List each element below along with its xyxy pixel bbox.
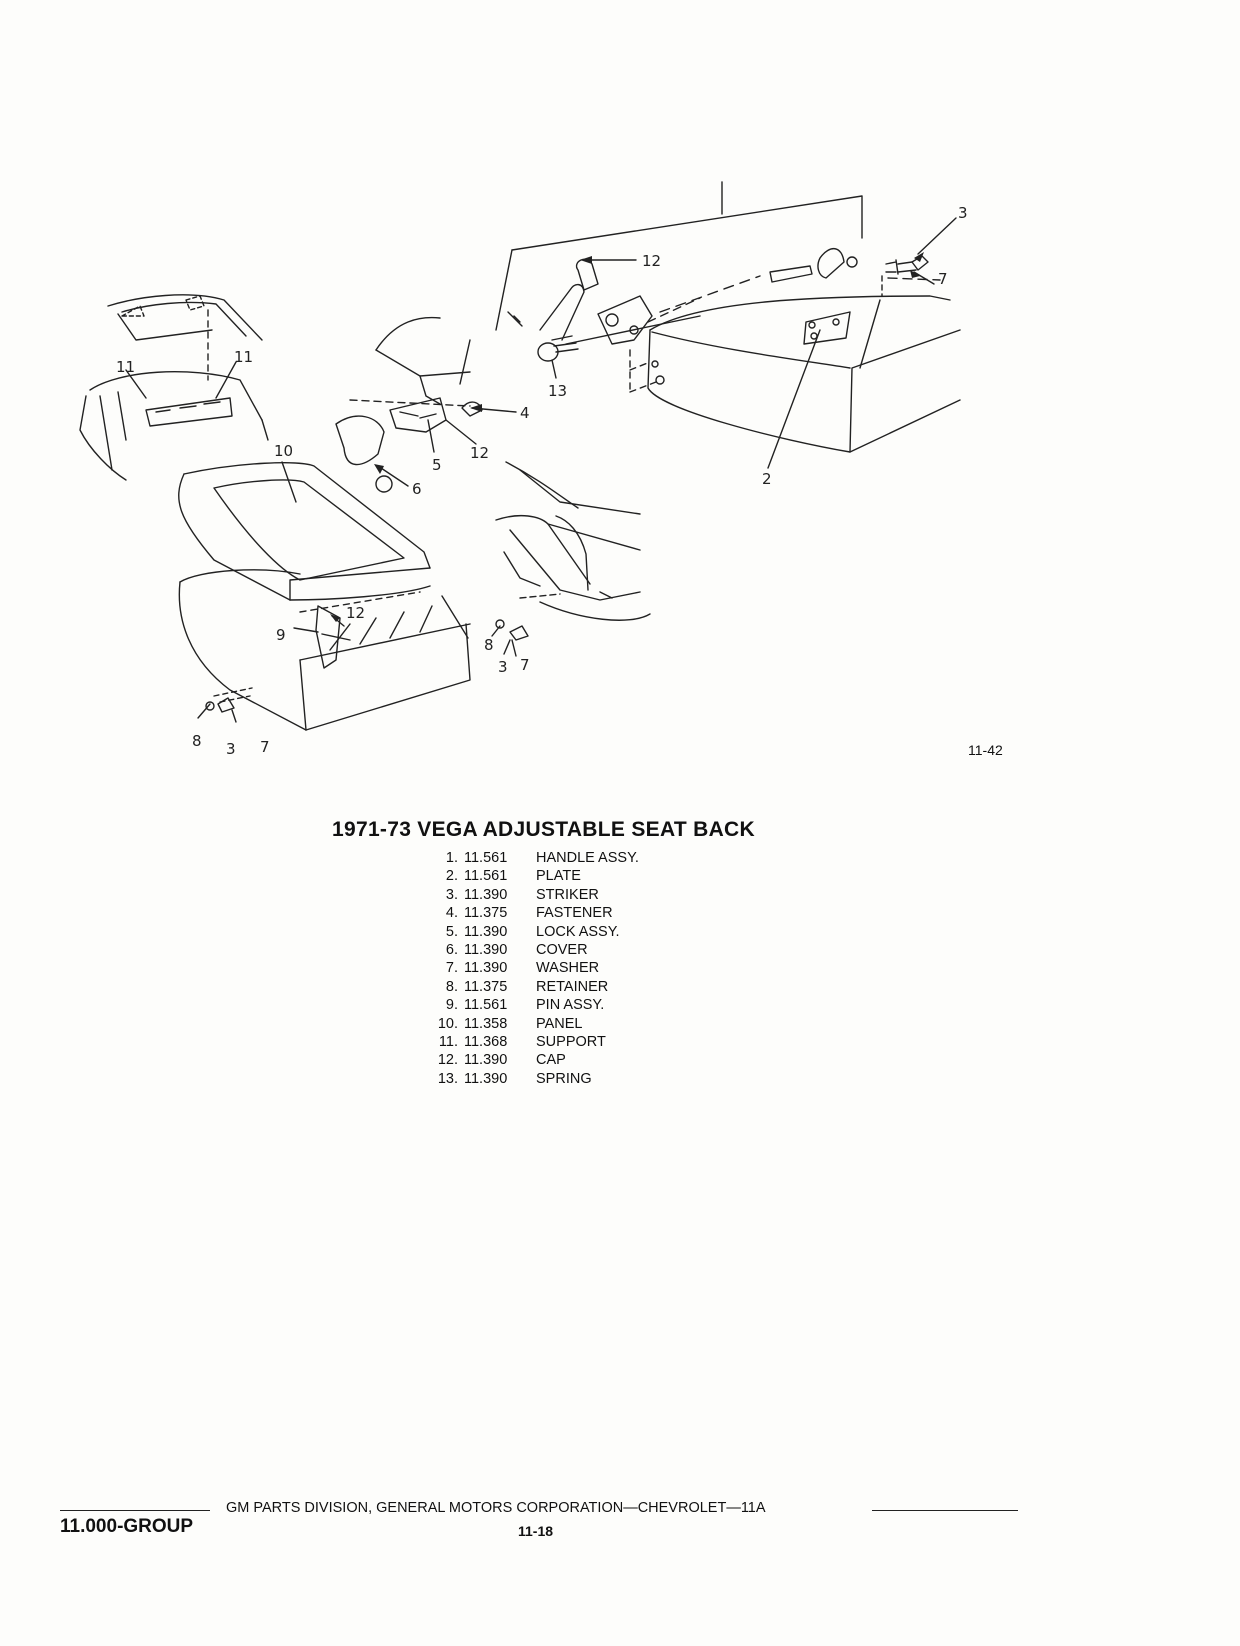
- figure-reference: 11-42: [968, 742, 1003, 758]
- part-name: HANDLE ASSY.: [536, 850, 639, 866]
- part-name: CAP: [536, 1052, 566, 1069]
- parts-list-row: 12. 11.390 CAP: [420, 1051, 750, 1069]
- parts-list-row: 10. 11.358 PANEL: [420, 1015, 750, 1033]
- page-title: 1971-73 VEGA ADJUSTABLE SEAT BACK: [332, 818, 755, 841]
- callout-5: 5: [432, 456, 442, 474]
- part-number: 4.: [445, 905, 458, 922]
- part-name: RETAINER: [536, 978, 609, 995]
- part-number: 9.: [445, 997, 458, 1014]
- part-name: PIN ASSY.: [536, 997, 605, 1014]
- parts-list-row: 4. 11.375 FASTENER: [420, 904, 750, 922]
- callout-2: 2: [762, 470, 772, 488]
- part-number: 13.: [437, 1070, 458, 1087]
- callout-10: 10: [274, 442, 293, 460]
- parts-list-row: 11. 11.368 SUPPORT: [420, 1033, 750, 1051]
- part-number: 7.: [445, 960, 458, 977]
- callout-7: 7: [260, 738, 270, 756]
- exploded-view-diagram: 12 3 7 13 11 11 4 5 12 6 10 2 12 9 8 3 7…: [79, 181, 968, 758]
- parts-list-row: 7. 11.390 WASHER: [420, 959, 750, 977]
- callout-11: 11: [116, 358, 135, 376]
- part-code: 11.561: [464, 868, 508, 885]
- part-number: 11.: [438, 1033, 458, 1050]
- part-code: 11.358: [464, 1015, 508, 1032]
- part-name: STRIKER: [536, 886, 599, 903]
- parts-list-row: 2. 11.561 PLATE: [420, 867, 750, 885]
- callout-13: 13: [548, 382, 567, 400]
- part-number: 2.: [445, 868, 458, 885]
- callout-7: 7: [938, 270, 948, 288]
- callout-6: 6: [412, 480, 422, 498]
- part-code: 11.561: [464, 850, 508, 866]
- footer-division: GM PARTS DIVISION, GENERAL MOTORS CORPOR…: [220, 1500, 772, 1516]
- parts-list-row: 8. 11.375 RETAINER: [420, 978, 750, 996]
- group-label: 11.000-GROUP: [60, 1516, 194, 1537]
- part-code: 11.368: [464, 1033, 508, 1050]
- part-name: PLATE: [536, 868, 581, 885]
- callout-3: 3: [226, 740, 236, 758]
- part-number: 6.: [445, 941, 458, 958]
- callout-11: 11: [234, 348, 253, 366]
- part-name: PANEL: [536, 1015, 583, 1032]
- part-code: 11.375: [464, 905, 508, 922]
- part-code: 11.390: [464, 1052, 508, 1069]
- part-code: 11.390: [464, 923, 508, 940]
- part-code: 11.390: [464, 960, 508, 977]
- part-name: WASHER: [536, 960, 600, 977]
- callout-12: 12: [642, 252, 661, 270]
- callout-12: 12: [346, 604, 365, 622]
- callout-8: 8: [192, 732, 202, 750]
- callout-12: 12: [470, 444, 489, 462]
- part-name: SPRING: [536, 1070, 592, 1087]
- part-name: SUPPORT: [536, 1033, 606, 1050]
- part-number: 10.: [437, 1015, 458, 1032]
- parts-list-row: 6. 11.390 COVER: [420, 941, 750, 959]
- part-code: 11.561: [464, 997, 508, 1014]
- part-code: 11.375: [464, 978, 508, 995]
- part-number: 1.: [445, 850, 458, 866]
- part-name: FASTENER: [536, 905, 613, 922]
- part-name: LOCK ASSY.: [536, 923, 620, 940]
- part-number: 3.: [445, 886, 458, 903]
- callout-3: 3: [498, 658, 508, 676]
- parts-list-row: 13. 11.390 SPRING: [420, 1070, 750, 1088]
- parts-list-row: 5. 11.390 LOCK ASSY.: [420, 923, 750, 941]
- part-code: 11.390: [464, 886, 508, 903]
- part-number: 12.: [437, 1052, 458, 1069]
- callout-7: 7: [520, 656, 530, 674]
- part-code: 11.390: [464, 1070, 508, 1087]
- callout-8: 8: [484, 636, 494, 654]
- footer-rule-right: [872, 1510, 1018, 1511]
- part-name: COVER: [536, 941, 588, 958]
- part-code: 11.390: [464, 941, 508, 958]
- parts-list-row: 9. 11.561 PIN ASSY.: [420, 996, 750, 1014]
- page-number: 11-18: [518, 1523, 554, 1539]
- footer-rule-left: [60, 1510, 210, 1511]
- part-number: 5.: [445, 923, 458, 940]
- parts-list-row: 1. 11.561 HANDLE ASSY.: [420, 849, 750, 867]
- parts-list-row: 3. 11.390 STRIKER: [420, 886, 750, 904]
- callout-9: 9: [276, 626, 286, 644]
- callout-4: 4: [520, 404, 530, 422]
- part-number: 8.: [445, 978, 458, 995]
- callout-3: 3: [958, 204, 968, 222]
